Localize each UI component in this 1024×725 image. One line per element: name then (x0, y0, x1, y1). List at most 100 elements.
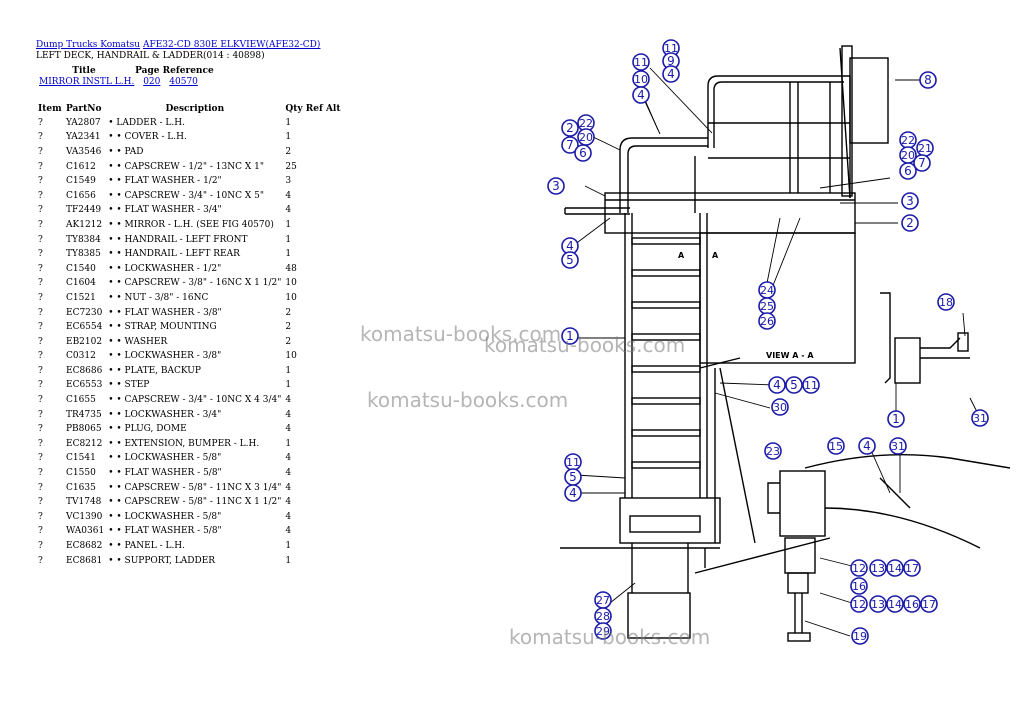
callout-circle (561, 251, 579, 269)
callout-20: 20 (577, 128, 595, 146)
table-row: ?C1612• • CAPSCREW - 1/2" - 13NC X 1"25 (36, 160, 343, 175)
description-cell: • • NUT - 3/8" - 16NC (108, 292, 209, 303)
partno-cell: C1541 (66, 453, 96, 464)
breadcrumb-link-model[interactable]: AFE32-CD 830E ELKVIEW(AFE32-CD) (142, 40, 321, 50)
qty-cell: 1 (285, 249, 292, 260)
partno-cell: EC7230 (66, 307, 103, 318)
partno-cell: C1604 (66, 278, 96, 289)
callout-number: 2 (566, 121, 574, 135)
item-cell: ? (38, 205, 43, 216)
partno-cell: YA2341 (66, 132, 101, 143)
callout-number: 5 (566, 253, 574, 267)
partno-cell: C1612 (66, 161, 96, 172)
qty-cell: 4 (285, 511, 292, 522)
breadcrumb-link-dump-trucks[interactable]: Dump Trucks Komatsu (36, 40, 141, 50)
qty-cell: 4 (285, 453, 292, 464)
item-cell: ? (38, 176, 43, 187)
callout-circle (913, 154, 931, 172)
callout-number: 4 (773, 378, 781, 392)
table-row: ?WA0361• • FLAT WASHER - 5/8"4 (36, 525, 343, 540)
table-row: ?C0312• • LOCKWASHER - 3/8"10 (36, 350, 343, 365)
item-cell: ? (38, 380, 43, 391)
col-alt: Alt (325, 103, 341, 114)
reference-title-link[interactable]: MIRROR INSTL L.H. (39, 77, 135, 87)
callout-circle (887, 410, 905, 428)
qty-cell: 2 (285, 336, 292, 347)
callout-number: 16 (905, 598, 919, 611)
partno-cell: EC8681 (66, 555, 103, 566)
callout-1: 1 (887, 410, 905, 428)
item-cell: ? (38, 292, 43, 303)
partno-cell: C1540 (66, 263, 96, 274)
callout-7: 7 (561, 136, 579, 154)
col-ref: Ref (305, 103, 323, 114)
item-cell: ? (38, 132, 43, 143)
description-cell: • • CAPSCREW - 3/4" - 10NC X 5" (108, 190, 265, 201)
item-cell: ? (38, 117, 43, 128)
callout-number: 7 (566, 138, 574, 152)
item-cell: ? (38, 555, 43, 566)
callout-circle (851, 627, 869, 645)
callout-4: 4 (662, 65, 680, 83)
callout-number: 8 (924, 73, 932, 87)
partno-cell: EC6553 (66, 380, 103, 391)
item-cell: ? (38, 395, 43, 406)
callout-number: 6 (579, 146, 587, 160)
partno-cell: TY8384 (66, 234, 101, 245)
watermark-2: komatsu-books.com (484, 333, 686, 357)
callout-number: 22 (901, 134, 915, 147)
callout-circle (899, 162, 917, 180)
callout-circle (547, 177, 565, 195)
callout-number: 4 (566, 239, 574, 253)
reference-header: Title Page Reference (36, 66, 366, 77)
partno-cell: AK1212 (66, 219, 103, 230)
callout-7: 7 (913, 154, 931, 172)
callout-16: 16 (903, 595, 921, 613)
callout-11: 11 (802, 376, 820, 394)
qty-cell: 3 (285, 176, 292, 187)
item-cell: ? (38, 146, 43, 157)
callout-circle (869, 559, 887, 577)
callout-number: 23 (766, 445, 780, 458)
partno-cell: C1521 (66, 292, 96, 303)
table-row: ?TR4735• • LOCKWASHER - 3/4"4 (36, 408, 343, 423)
callout-30: 30 (771, 398, 789, 416)
reference-page-link-1[interactable]: 020 (143, 77, 161, 87)
callout-5: 5 (561, 251, 579, 269)
callout-number: 31 (973, 412, 987, 425)
item-cell: ? (38, 424, 43, 435)
item-cell: ? (38, 249, 43, 260)
item-cell: ? (38, 278, 43, 289)
callout-number: 15 (829, 440, 843, 453)
qty-cell: 4 (285, 497, 292, 508)
reference-page-link-2[interactable]: 40570 (169, 77, 198, 87)
callout-6: 6 (574, 144, 592, 162)
col-item: Item (38, 103, 62, 114)
partno-cell: C1635 (66, 482, 96, 493)
qty-cell: 48 (285, 263, 297, 274)
description-cell: • • STEP (108, 380, 150, 391)
qty-cell: 4 (285, 468, 292, 479)
callout-number: 4 (569, 486, 577, 500)
partno-cell: C1655 (66, 395, 96, 406)
callout-number: 11 (664, 42, 678, 55)
partno-cell: TF2449 (66, 205, 102, 216)
item-cell: ? (38, 409, 43, 420)
partno-cell: TR4735 (66, 409, 102, 420)
qty-cell: 1 (285, 234, 292, 245)
qty-cell: 4 (285, 482, 292, 493)
callout-3: 3 (547, 177, 565, 195)
callout-number: 21 (918, 142, 932, 155)
table-row: ?EC7230• • FLAT WASHER - 3/8"2 (36, 306, 343, 321)
description-cell: • • PLUG, DOME (108, 424, 187, 435)
callout-number: 6 (904, 164, 912, 178)
item-cell: ? (38, 219, 43, 230)
partno-cell: EC8682 (66, 541, 103, 552)
item-cell: ? (38, 453, 43, 464)
qty-cell: 1 (285, 541, 292, 552)
item-cell: ? (38, 511, 43, 522)
